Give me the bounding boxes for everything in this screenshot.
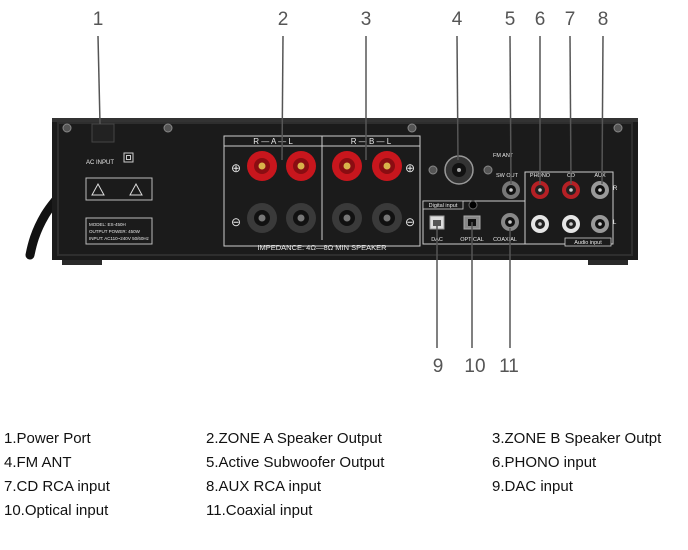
zone-b-right-negative-terminal bbox=[332, 203, 362, 233]
zone-b-right-positive-terminal bbox=[332, 151, 362, 181]
legend-item: 1.Power Port bbox=[4, 430, 91, 447]
output-power-text: OUTPUT POWER: 450W bbox=[89, 229, 141, 234]
cd-left-rca bbox=[562, 215, 580, 233]
zone-b-label: R — B — L bbox=[351, 137, 392, 146]
callout-8: 8 bbox=[598, 9, 609, 30]
spec-label bbox=[85, 217, 153, 245]
legend-item: 10.Optical input bbox=[4, 502, 109, 519]
negative-symbol: ⊖ bbox=[405, 215, 415, 229]
negative-symbol: ⊖ bbox=[231, 215, 241, 229]
model-text: MODEL: ES-450H bbox=[89, 222, 126, 227]
zone-a-right-positive-terminal bbox=[247, 151, 277, 181]
callout-5: 5 bbox=[505, 9, 516, 30]
chassis-inner-border bbox=[57, 122, 633, 256]
warning-label bbox=[85, 177, 153, 201]
aux-label: AUX bbox=[594, 173, 606, 179]
callout-9: 9 bbox=[433, 356, 444, 377]
input-spec-text: INPUT: AC110~240V 50/60Hz bbox=[89, 236, 150, 241]
audio-input-label: Audio input bbox=[574, 240, 602, 246]
subwoofer-output-rca bbox=[502, 181, 520, 199]
fm-ant-label: FM ANT bbox=[493, 153, 514, 159]
l-channel-label: L bbox=[613, 220, 617, 226]
chassis-foot bbox=[588, 260, 628, 265]
double-insulation-icon bbox=[123, 152, 134, 163]
warning-triangle-icon bbox=[91, 182, 105, 196]
legend-item: 11.Coaxial input bbox=[206, 502, 313, 519]
r-channel-label: R bbox=[613, 186, 618, 192]
callout-11: 11 bbox=[499, 356, 519, 377]
legend-item: 9.DAC input bbox=[492, 478, 573, 495]
callout-7: 7 bbox=[565, 9, 576, 30]
callout-6: 6 bbox=[535, 9, 546, 30]
cd-right-rca bbox=[562, 181, 580, 199]
aux-right-rca bbox=[591, 181, 609, 199]
phono-left-rca bbox=[531, 215, 549, 233]
legend-item: 6.PHONO input bbox=[492, 454, 597, 471]
warning-triangle-icon bbox=[129, 182, 143, 196]
digital-input-label: Digital input bbox=[429, 203, 458, 209]
chassis-top-edge bbox=[52, 118, 638, 122]
leader-lines bbox=[97, 35, 604, 348]
sw-out-label: SW OUT bbox=[496, 173, 519, 179]
zone-a-left-positive-terminal bbox=[286, 151, 316, 181]
callout-2: 2 bbox=[278, 9, 289, 30]
positive-symbol: ⊕ bbox=[231, 161, 241, 175]
aux-left-rca bbox=[591, 215, 609, 233]
zone-b-left-negative-terminal bbox=[372, 203, 402, 233]
zone-a-label: R — A — L bbox=[253, 137, 293, 146]
positive-symbol: ⊕ bbox=[405, 161, 415, 175]
zone-b-left-positive-terminal bbox=[372, 151, 402, 181]
legend-item: 8.AUX RCA input bbox=[206, 478, 322, 495]
coaxial-label: COAXIAL bbox=[493, 237, 517, 243]
coaxial-input-rca bbox=[501, 213, 519, 231]
impedance-label: IMPEDANCE: 4Ω—8Ω MIN SPEAKER bbox=[257, 243, 387, 252]
legend-item: 3.ZONE B Speaker Outpt bbox=[492, 430, 662, 447]
power-inlet bbox=[91, 123, 115, 143]
callout-10: 10 bbox=[464, 356, 485, 377]
legend-item: 7.CD RCA input bbox=[4, 478, 110, 495]
fm-antenna-connector bbox=[444, 155, 474, 185]
legend-item: 5.Active Subwoofer Output bbox=[206, 454, 385, 471]
ac-input-label: AC INPUT bbox=[86, 160, 114, 166]
zone-a-right-negative-terminal bbox=[247, 203, 277, 233]
callout-3: 3 bbox=[361, 9, 372, 30]
zone-a-left-negative-terminal bbox=[286, 203, 316, 233]
chassis-foot bbox=[62, 260, 102, 265]
legend-item: 4.FM ANT bbox=[4, 454, 72, 471]
legend-item: 2.ZONE A Speaker Output bbox=[206, 430, 382, 447]
chassis-screws bbox=[62, 123, 623, 133]
callout-4: 4 bbox=[452, 9, 463, 30]
callout-1: 1 bbox=[93, 9, 104, 30]
phono-right-rca bbox=[531, 181, 549, 199]
